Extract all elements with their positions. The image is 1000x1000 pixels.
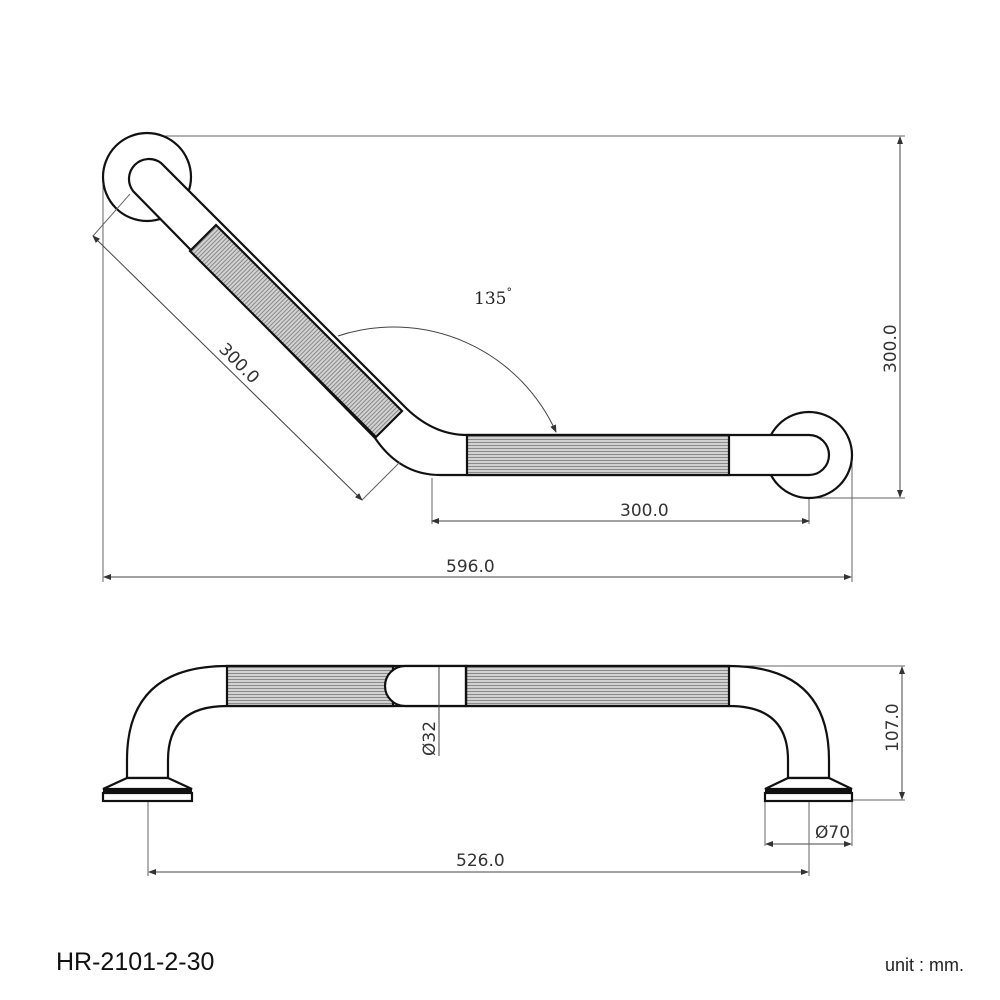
model-code: HR-2101-2-30 — [56, 948, 215, 976]
front-view: Ø32 107.0 Ø70 526.0 — [101, 664, 905, 876]
base-diameter-label: Ø70 — [815, 823, 850, 843]
diag-ext-1 — [92, 193, 131, 237]
tube-diameter-label: Ø32 — [420, 721, 440, 756]
diagonal-dimension-line — [92, 235, 363, 501]
overall-width-label: 596.0 — [446, 557, 495, 577]
angle-label: 135° — [474, 286, 512, 309]
diagonal-length-label: 300.0 — [214, 339, 263, 388]
projection-height-label: 107.0 — [883, 703, 903, 752]
front-grip-gap — [383, 664, 468, 708]
tube-body — [127, 157, 831, 477]
left-base — [101, 776, 194, 803]
front-grip-right — [464, 664, 731, 708]
right-base — [763, 776, 854, 803]
front-grip-left — [225, 664, 395, 708]
horizontal-length-label: 300.0 — [620, 501, 669, 521]
diagonal-grip — [188, 223, 404, 439]
center-distance-label: 526.0 — [456, 851, 505, 871]
diag-ext-2 — [361, 461, 401, 501]
top-view: 135° 300.0 300.0 300.0 596.0 — [92, 131, 905, 582]
overall-height-label: 300.0 — [881, 324, 901, 373]
horizontal-grip — [465, 433, 731, 477]
unit-label: unit : mm. — [884, 955, 964, 975]
angle-arc — [337, 326, 557, 433]
